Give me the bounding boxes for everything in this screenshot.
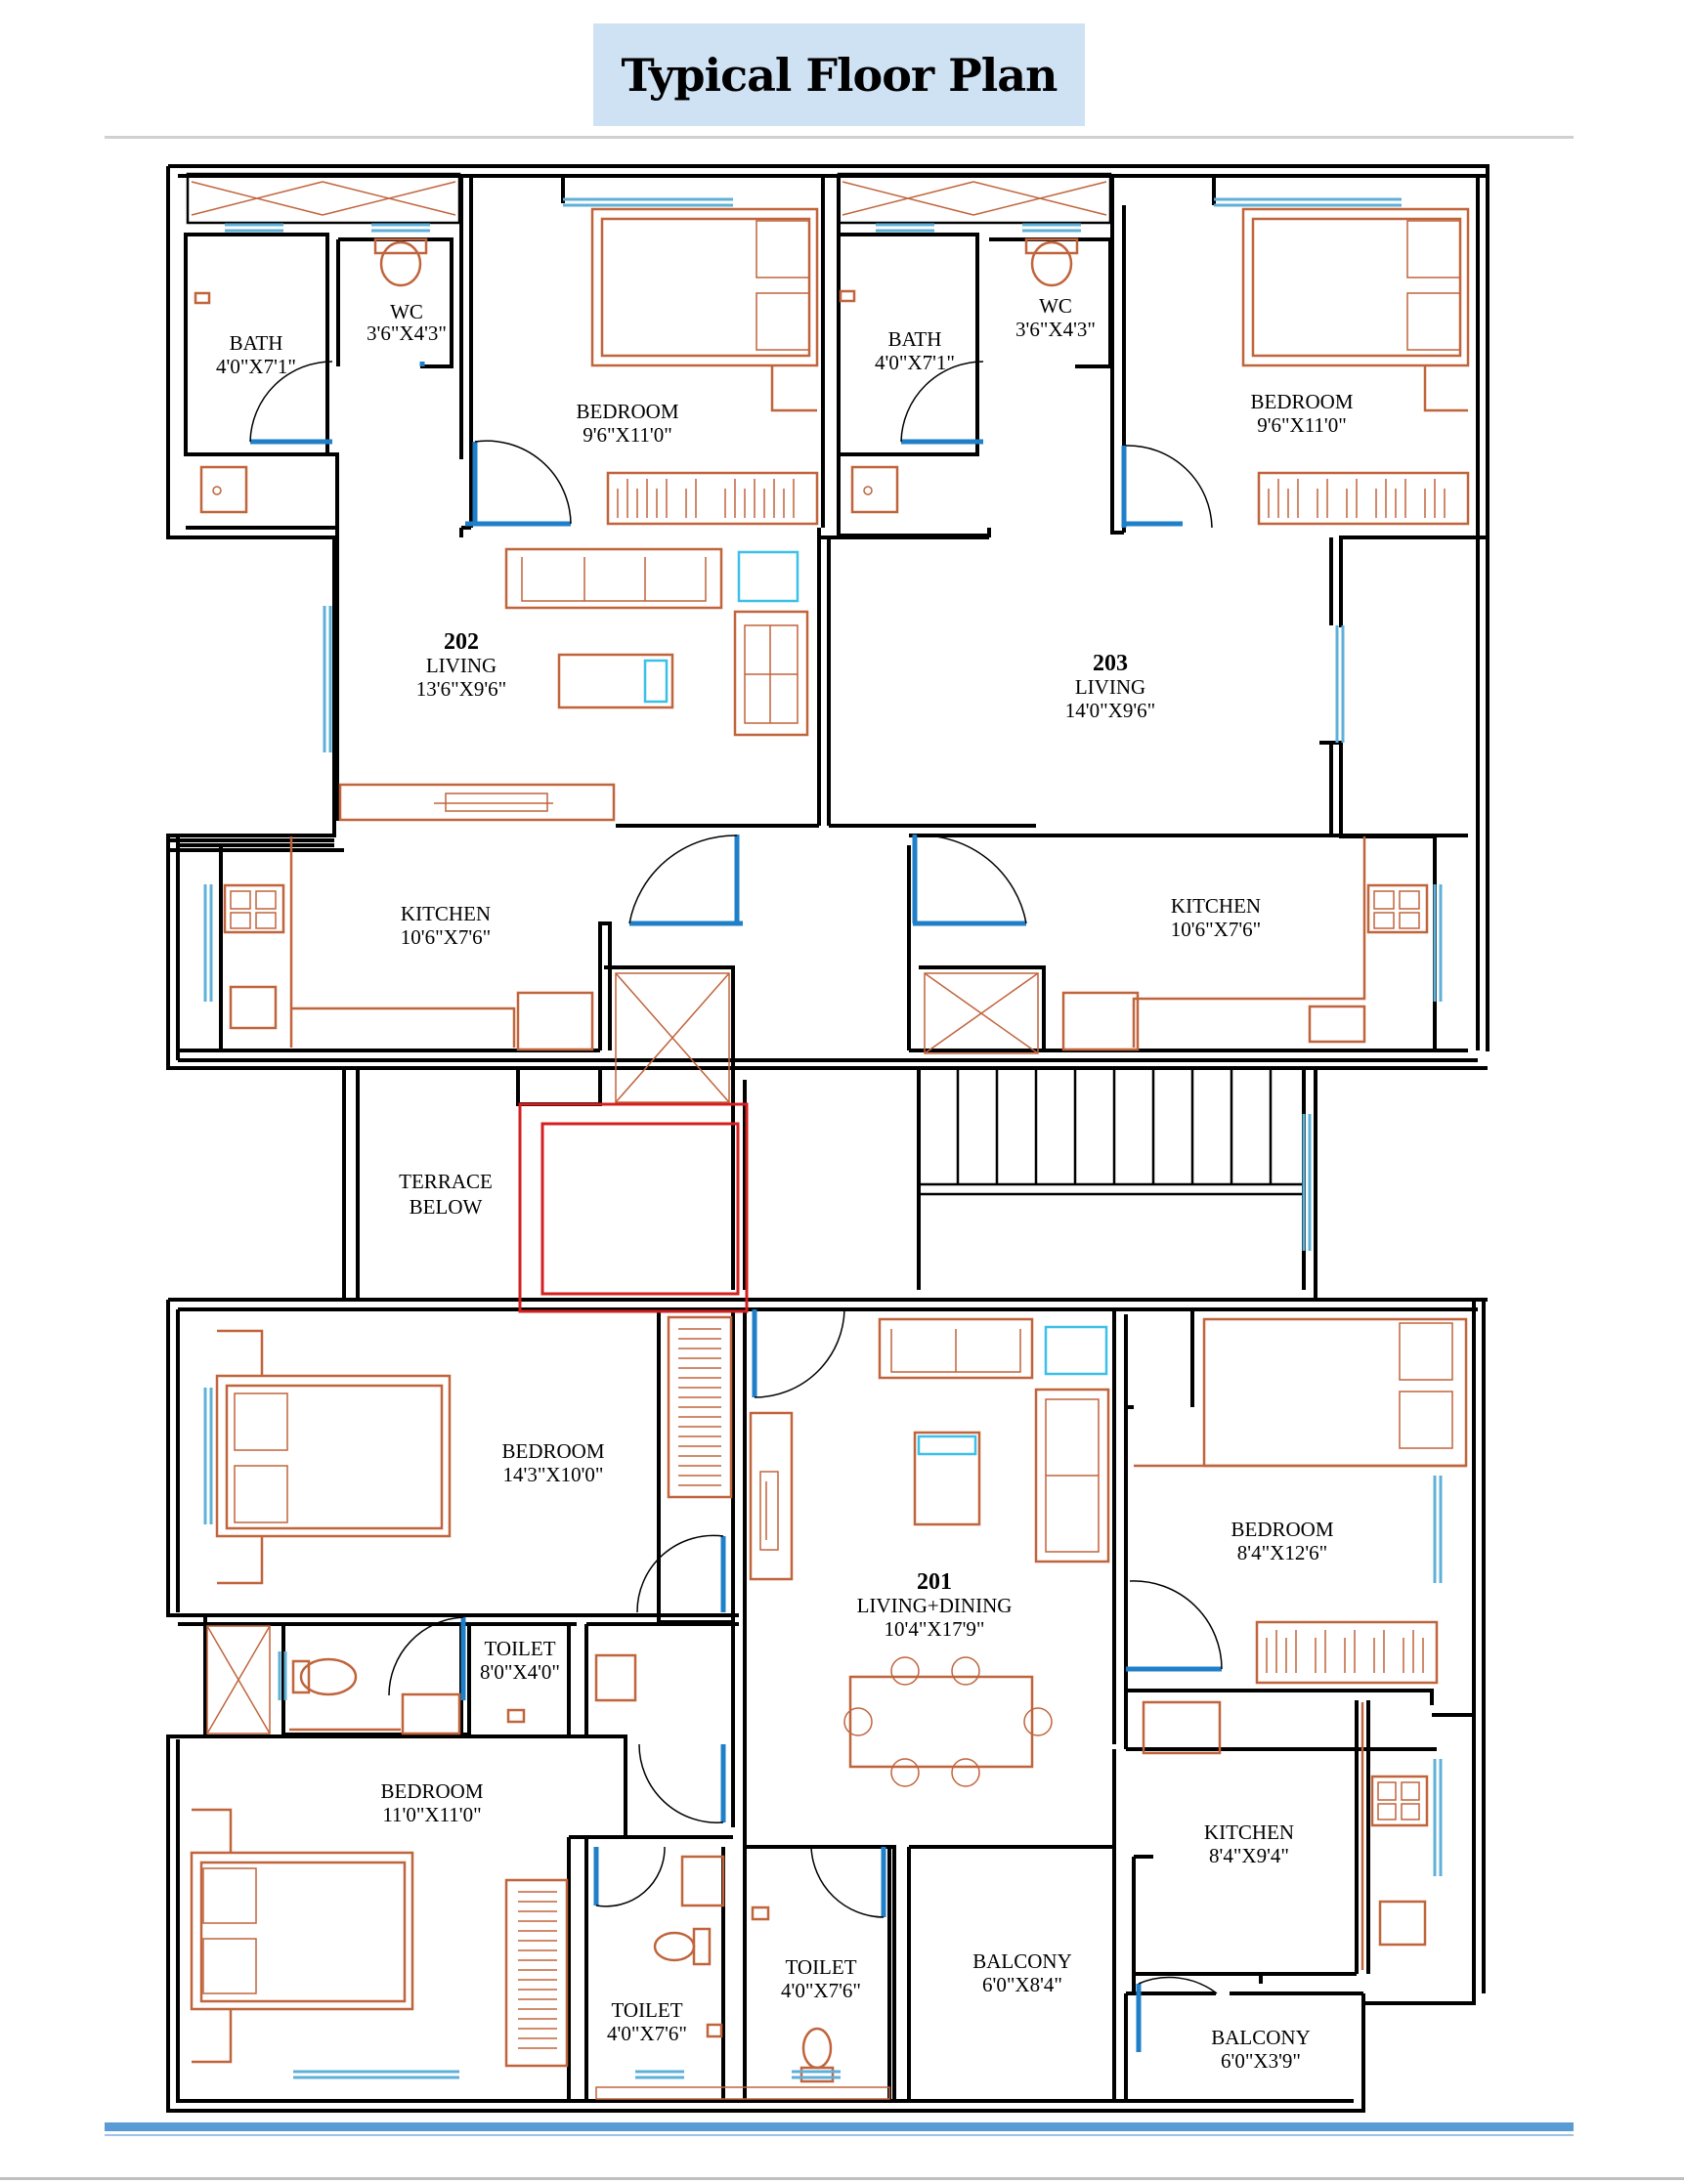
- lift-shaft: [518, 1102, 749, 1313]
- balcony-b-name: BALCONY: [1211, 2026, 1311, 2049]
- inner-walls: [168, 172, 1488, 2111]
- kitchen-right-size: 10'6"X7'6": [1171, 918, 1261, 941]
- bedroom-201b-size: 8'4"X12'6": [1237, 1541, 1327, 1564]
- living-dining-201-size: 10'4"X17'9": [885, 1617, 985, 1641]
- unit-201-number: 201: [917, 1569, 952, 1595]
- bath-left-size: 4'0"X7'1": [216, 355, 296, 378]
- wc-left-size: 3'6"X4'3": [367, 321, 447, 345]
- bath-right-size: 4'0"X7'1": [875, 351, 955, 374]
- balcony-a-name: BALCONY: [972, 1949, 1072, 1973]
- toilet-b-size: 4'0"X7'6": [607, 2022, 687, 2045]
- living-203-name: LIVING: [1075, 675, 1145, 699]
- top-divider: [105, 136, 1574, 139]
- kitchen-left-name: KITCHEN: [401, 902, 491, 925]
- outer-walls: [166, 164, 1490, 2113]
- unit-202-number: 202: [444, 629, 479, 655]
- toilet-a-name: TOILET: [484, 1637, 555, 1660]
- furniture: [190, 181, 1470, 2083]
- living-dining-201-name: LIVING+DINING: [857, 1594, 1013, 1617]
- terrace-line1: TERRACE: [399, 1170, 493, 1193]
- bedroom-203-size: 9'6"X11'0": [1257, 413, 1347, 437]
- bedroom-201c-name: BEDROOM: [380, 1779, 483, 1803]
- kitchen-left-size: 10'6"X7'6": [401, 925, 491, 949]
- bedroom-201a-name: BEDROOM: [501, 1439, 604, 1463]
- balcony-a-size: 6'0"X8'4": [982, 1973, 1062, 1996]
- page-footer-line: [0, 2177, 1684, 2180]
- toilet-c-size: 4'0"X7'6": [781, 1979, 861, 2002]
- balcony-b-size: 6'0"X3'9": [1221, 2049, 1301, 2073]
- wc-left-name: WC: [390, 300, 423, 323]
- bottom-divider: [105, 2122, 1574, 2131]
- terrace-line2: BELOW: [410, 1195, 483, 1219]
- bedroom-202-size: 9'6"X11'0": [583, 423, 672, 447]
- bedroom-202-name: BEDROOM: [576, 400, 678, 423]
- wc-right-size: 3'6"X4'3": [1015, 318, 1096, 341]
- bedroom-201b-name: BEDROOM: [1231, 1518, 1333, 1541]
- kitchen-201-size: 8'4"X9'4": [1209, 1844, 1289, 1867]
- kitchen-201-name: KITCHEN: [1204, 1820, 1294, 1844]
- toilet-b-name: TOILET: [611, 1998, 682, 2022]
- living-202-name: LIVING: [426, 654, 497, 677]
- living-203-size: 14'0"X9'6": [1065, 699, 1155, 722]
- kitchen-right-name: KITCHEN: [1171, 894, 1261, 918]
- doors: [249, 361, 1223, 2052]
- page-title: Typical Floor Plan: [621, 48, 1058, 102]
- title-box: Typical Floor Plan: [593, 23, 1085, 126]
- bath-right-name: BATH: [888, 327, 942, 351]
- toilet-c-name: TOILET: [785, 1955, 856, 1979]
- bedroom-203-name: BEDROOM: [1250, 390, 1353, 413]
- windows: [203, 197, 1443, 2100]
- living-202-size: 13'6"X9'6": [416, 677, 506, 701]
- bedroom-201a-size: 14'3"X10'0": [503, 1463, 604, 1486]
- unit-203-number: 203: [1093, 651, 1128, 676]
- toilet-a-size: 8'0"X4'0": [480, 1660, 560, 1684]
- bottom-divider-thin: [105, 2134, 1574, 2136]
- bedroom-201c-size: 11'0"X11'0": [382, 1803, 481, 1826]
- bath-left-name: BATH: [230, 331, 283, 355]
- wc-right-name: WC: [1039, 294, 1072, 318]
- room-labels: BATH 4'0"X7'1" WC 3'6"X4'3" BEDROOM 9'6"…: [216, 294, 1354, 2073]
